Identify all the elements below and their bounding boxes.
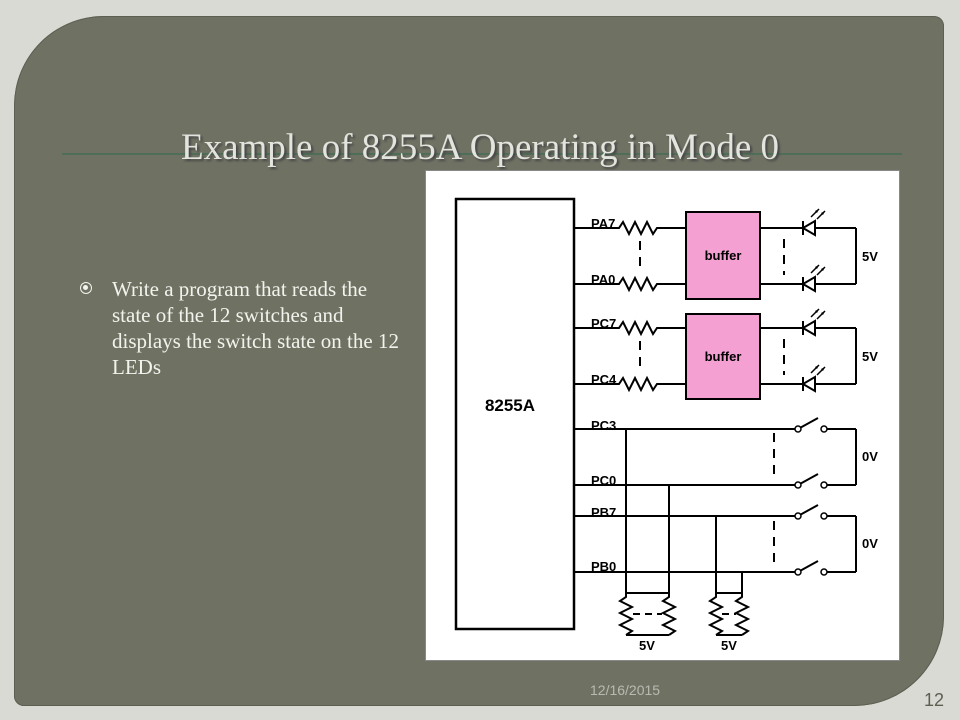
pin-pc3: PC3 [591, 418, 616, 433]
buffer-label-1: buffer [705, 248, 742, 263]
circuit-svg: 8255A PA7 PA0 PC7 PC4 PC3 PC0 PB7 PB0 bu… [454, 197, 878, 653]
page-number: 12 [924, 690, 945, 710]
led-wires [760, 227, 857, 385]
circuit-diagram: 8255A PA7 PA0 PC7 PC4 PC3 PC0 PB7 PB0 bu… [425, 170, 900, 661]
chip-label: 8255A [485, 396, 535, 415]
switch-wires [574, 417, 857, 573]
chip-8255a [454, 197, 576, 631]
supply-label-2: 5V [862, 349, 878, 364]
ground-label-1: 0V [862, 449, 878, 464]
bullet-point: Write a program that reads the state of … [80, 276, 402, 380]
led-icons [802, 208, 826, 392]
pullup-label-2: 5V [721, 638, 737, 653]
pin-pb0: PB0 [591, 559, 616, 574]
bullet-icon [80, 282, 92, 294]
switch-contacts [794, 425, 828, 576]
supply-label-1: 5V [862, 249, 878, 264]
slide-date: 12/16/2015 [590, 682, 661, 698]
pullup-label-1: 5V [639, 638, 655, 653]
pin-pb7: PB7 [591, 505, 616, 520]
buffer-box-2 [685, 313, 761, 400]
pullup-resistors [617, 429, 751, 636]
output-wires [574, 219, 686, 393]
buffer-box-1 [685, 211, 761, 300]
slide-title: Example of 8255A Operating in Mode 0 [180, 127, 780, 168]
buffer-label-2: buffer [705, 349, 742, 364]
bullet-text: Write a program that reads the state of … [112, 277, 399, 379]
title-rule [62, 153, 902, 155]
ground-label-2: 0V [862, 536, 878, 551]
